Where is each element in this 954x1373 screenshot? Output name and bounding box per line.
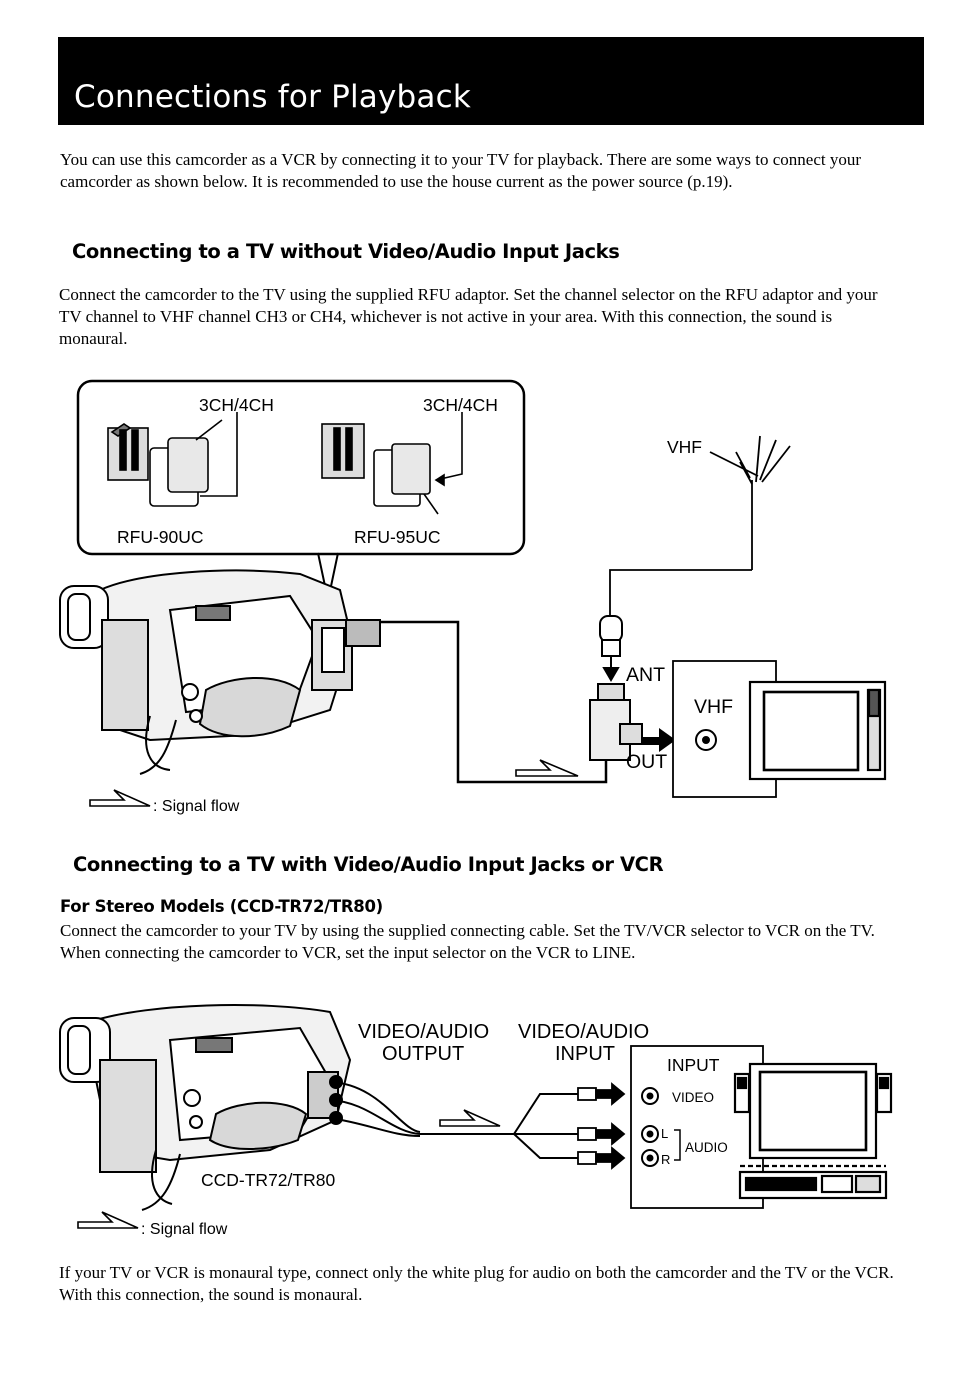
rfu-95uc-adapter-illustration [321, 412, 463, 515]
output-label-line2: OUTPUT [382, 1043, 464, 1065]
signal-flow-arrow-2 [439, 1109, 501, 1127]
signal-flow-legend-arrow-1 [89, 789, 151, 807]
av-connection-diagram: VIDEO/AUDIO OUTPUT VIDEO/AUDIO INPUT INP… [59, 1004, 893, 1238]
rfu-90uc-adapter-illustration [107, 412, 238, 507]
signal-flow-legend-1: : Signal flow [153, 798, 240, 815]
ant-out-adaptor [589, 683, 676, 761]
section2-heading: Connecting to a TV with Video/Audio Inpu… [73, 853, 664, 876]
video-jack-label: VIDEO [672, 1090, 714, 1105]
signal-flow-legend-arrow-2 [77, 1211, 139, 1229]
intro-paragraph: You can use this camcorder as a VCR by c… [60, 150, 862, 191]
audio-r-jack-icon [641, 1149, 659, 1167]
rfu-connection-diagram: 3CH/4CH 3CH/4CH RFU-90UC RFU-95UC [59, 379, 887, 815]
vhf-terminal-icon [695, 729, 717, 751]
adapter-callout-box [76, 379, 526, 556]
model-label-rfu90: RFU-90UC [117, 527, 204, 547]
channel-label-rfu90: 3CH/4CH [199, 395, 274, 415]
signal-flow-legend-2: : Signal flow [141, 1221, 228, 1238]
section2-paragraph: Connect the camcorder to your TV by usin… [60, 921, 875, 962]
out-label: OUT [626, 751, 667, 773]
audio-l-jack-icon [641, 1125, 659, 1143]
input-label-line1: VIDEO/AUDIO [518, 1021, 649, 1043]
output-label-line1: VIDEO/AUDIO [358, 1021, 489, 1043]
model-label-rfu95: RFU-95UC [354, 527, 441, 547]
vhf-antenna-illustration [609, 435, 791, 618]
model-label-tr72: CCD-TR72/TR80 [201, 1170, 335, 1190]
audio-r-label: R [661, 1152, 670, 1167]
section1-heading: Connecting to a TV without Video/Audio I… [72, 240, 620, 263]
rf-cable [380, 620, 608, 784]
ant-label: ANT [626, 664, 665, 686]
camcorder-illustration [59, 569, 381, 775]
vhf-antenna-label: VHF [667, 437, 702, 457]
input-panel-title: INPUT [667, 1055, 720, 1075]
audio-l-label: L [661, 1126, 668, 1141]
title-bar: Connections for Playback [58, 37, 924, 125]
tv-illustration [748, 680, 887, 781]
antenna-plug [599, 615, 623, 682]
av-plugs [577, 1082, 626, 1170]
channel-label-rfu95: 3CH/4CH [423, 395, 498, 415]
tv-vhf-label: VHF [694, 696, 733, 718]
audio-label: AUDIO [685, 1140, 728, 1155]
av-connecting-cable [329, 1075, 578, 1159]
footer-paragraph: If your TV or VCR is monaural type, conn… [59, 1263, 894, 1304]
video-jack-icon [641, 1087, 659, 1105]
signal-flow-arrow-1 [515, 759, 579, 777]
page-title: Connections for Playback [74, 79, 472, 115]
section2-subheading: For Stereo Models (CCD-TR72/TR80) [60, 897, 383, 916]
section1-paragraph: Connect the camcorder to the TV using th… [59, 285, 878, 348]
tv-vcr-illustration [733, 1062, 893, 1200]
input-label-line2: INPUT [555, 1043, 615, 1065]
